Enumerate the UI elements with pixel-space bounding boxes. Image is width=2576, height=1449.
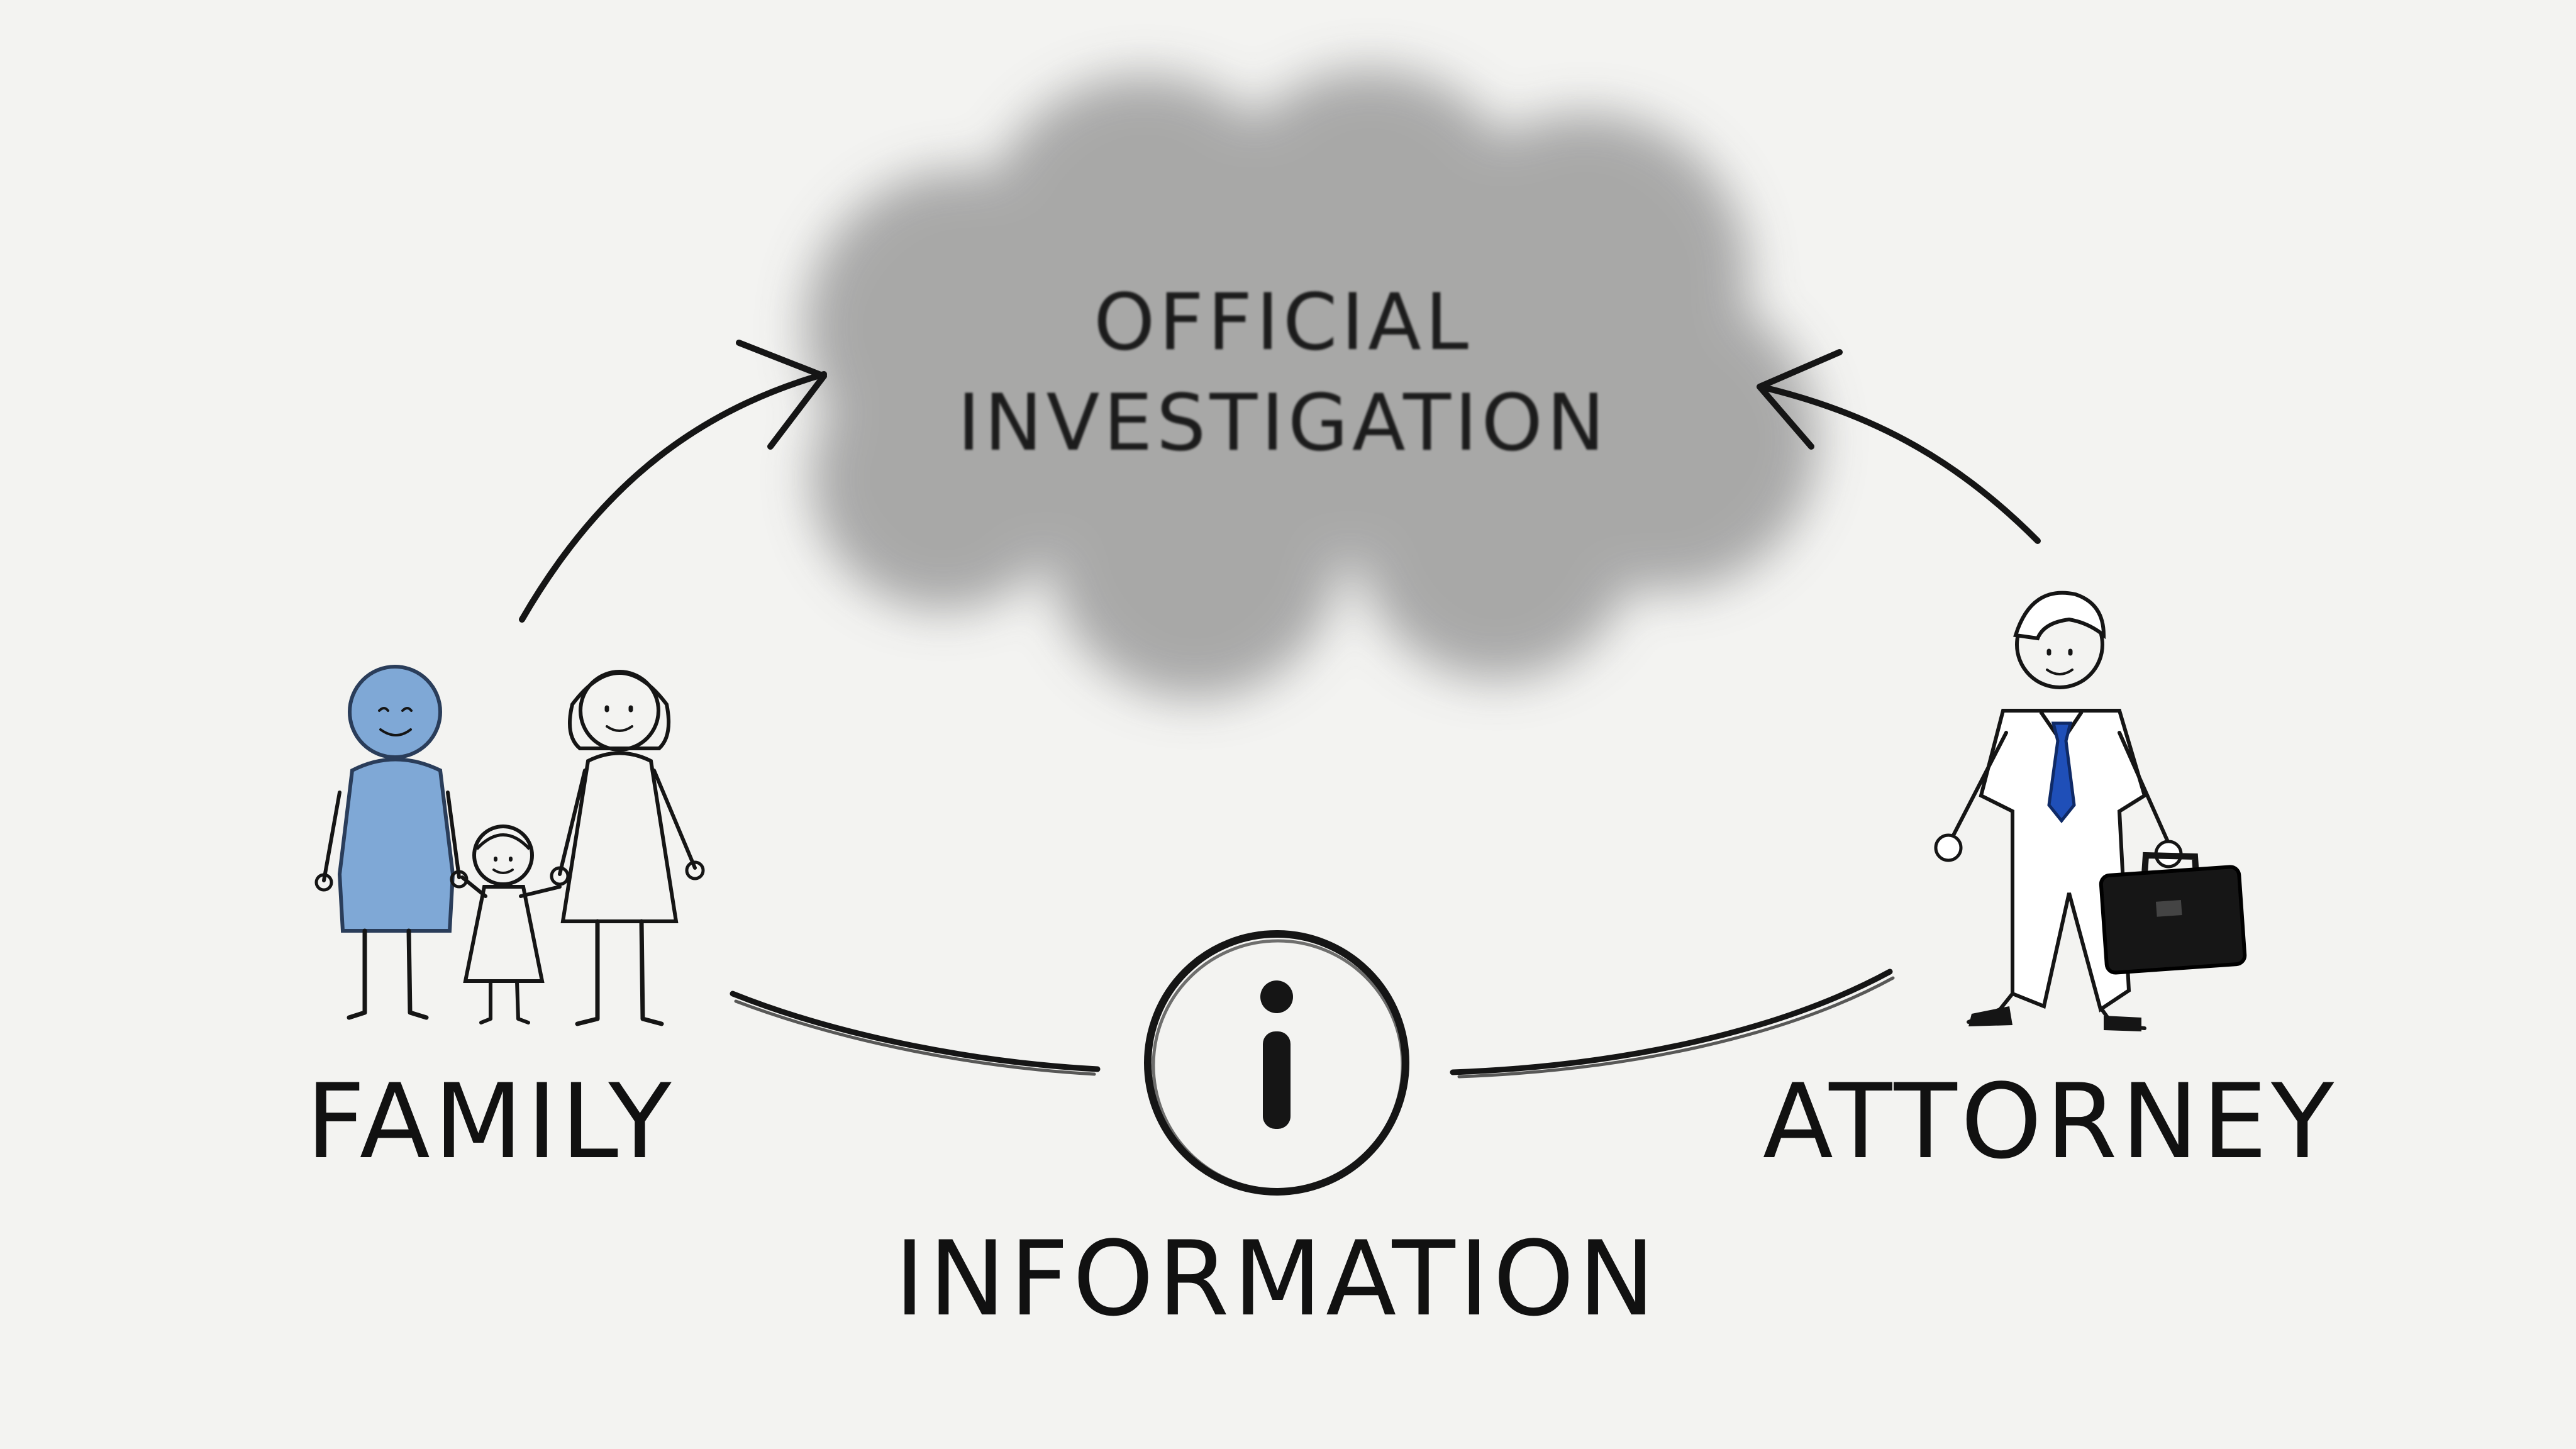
mother-figure bbox=[550, 670, 705, 1026]
child-figure bbox=[460, 824, 562, 1024]
arrow-family-to-investigation bbox=[519, 340, 827, 623]
info-icon bbox=[1144, 930, 1409, 1196]
attorney-icon bbox=[1934, 591, 2247, 1031]
cloud-shape: OFFICIAL INVESTIGATION bbox=[805, 69, 1818, 698]
cloud-title-line-2: INVESTIGATION bbox=[957, 378, 1609, 469]
label-attorney: ATTORNEY bbox=[1763, 1062, 2338, 1182]
family-icon bbox=[314, 665, 705, 1026]
cloud-title-line-1: OFFICIAL bbox=[1094, 277, 1472, 368]
label-information: INFORMATION bbox=[894, 1219, 1659, 1339]
briefcase-icon bbox=[2099, 852, 2247, 975]
arrow-attorney-to-investigation bbox=[1757, 349, 2041, 544]
label-family: FAMILY bbox=[306, 1062, 675, 1182]
father-figure bbox=[314, 665, 469, 1020]
connector-attorney-to-information bbox=[1450, 969, 1895, 1079]
connector-family-to-information bbox=[730, 991, 1101, 1076]
